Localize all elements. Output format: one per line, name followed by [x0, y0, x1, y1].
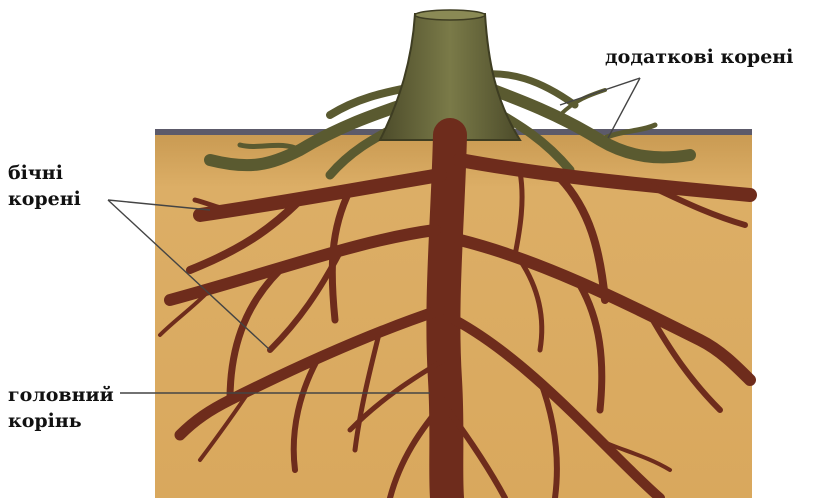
label-lateral-roots-line2: корені [8, 186, 81, 212]
label-main-root: головний корінь [8, 382, 114, 434]
stump-top [415, 10, 485, 20]
label-main-root-line1: головний [8, 382, 114, 408]
label-main-root-line2: корінь [8, 408, 114, 434]
label-lateral-roots: бічні корені [8, 160, 81, 212]
label-lateral-roots-line1: бічні [8, 160, 81, 186]
label-adventitious-roots-text: додаткові корені [605, 46, 793, 68]
main-root [443, 135, 450, 498]
label-adventitious-roots: додаткові корені [605, 44, 793, 70]
